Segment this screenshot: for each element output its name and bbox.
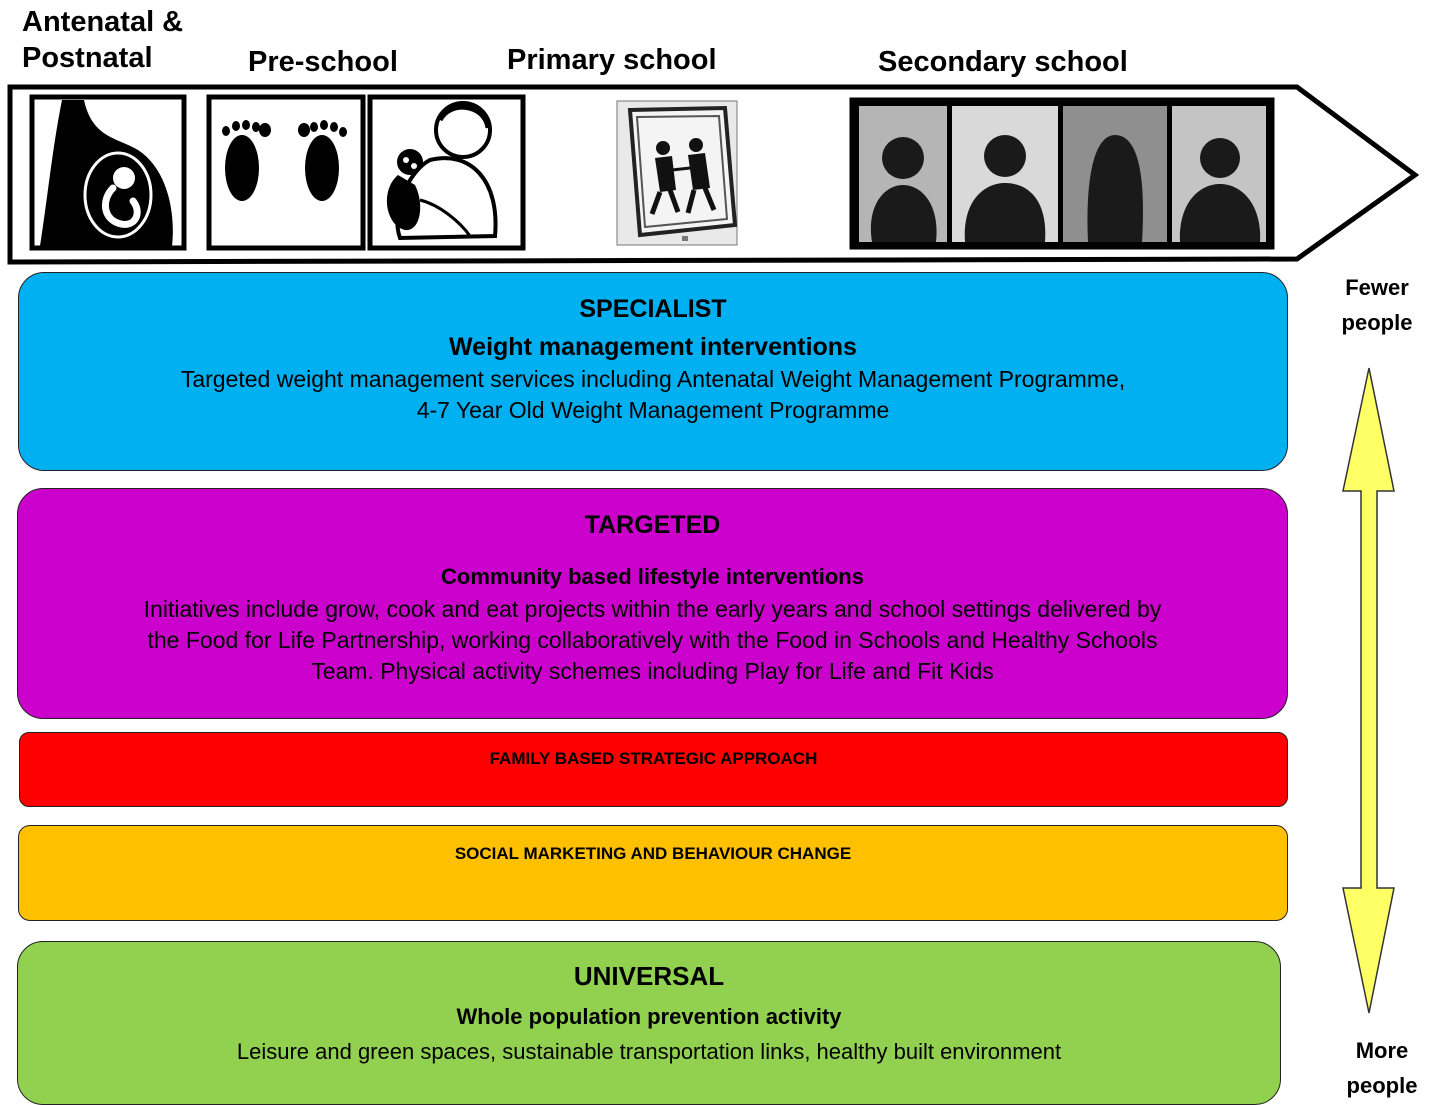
tier-targeted: TARGETED Community based lifestyle inter… <box>17 488 1288 719</box>
scale-bottom-label-line2: people <box>1346 1073 1418 1098</box>
tier-specialist-heading: SPECIALIST <box>579 295 727 323</box>
scale-bottom-label-line1: More <box>1355 1038 1409 1063</box>
scale-top-label: Fewer people <box>1327 270 1427 340</box>
footprints-icon <box>206 94 366 251</box>
tier-universal: UNIVERSAL Whole population prevention ac… <box>17 941 1281 1105</box>
tier-social-marketing: SOCIAL MARKETING AND BEHAVIOUR CHANGE <box>18 825 1288 921</box>
scale-double-arrow-shape <box>1342 367 1395 1014</box>
tier-targeted-description-line2: the Food for Life Partnership, working c… <box>147 627 1158 653</box>
tier-specialist: SPECIALIST Weight management interventio… <box>18 272 1288 471</box>
tier-specialist-subheading: Weight management interventions <box>449 333 857 361</box>
stage-label-antenatal-line2: Postnatal <box>22 42 153 74</box>
pregnancy-icon <box>29 94 187 251</box>
tier-universal-description: Leisure and green spaces, sustainable tr… <box>236 1039 1062 1064</box>
tier-targeted-subheading: Community based lifestyle interventions <box>441 564 864 589</box>
life-stage-timeline-arrow <box>7 84 1420 265</box>
tier-family-based-heading: FAMILY BASED STRATEGIC APPROACH <box>489 749 818 768</box>
tier-family-based: FAMILY BASED STRATEGIC APPROACH <box>19 732 1288 807</box>
tier-specialist-description-line1: Targeted weight management services incl… <box>180 366 1126 392</box>
stage-label-secondary: Secondary school <box>878 46 1128 78</box>
stage-label-antenatal-line1: Antenatal & <box>22 6 184 38</box>
scale-top-label-line2: people <box>1341 310 1413 335</box>
tier-targeted-description-line1: Initiatives include grow, cook and eat p… <box>143 596 1162 622</box>
stage-label-primary: Primary school <box>507 44 717 76</box>
tier-targeted-description-line3: Team. Physical activity schemes includin… <box>311 658 994 684</box>
stage-label-antenatal: Antenatal & Postnatal <box>22 4 183 76</box>
toddler-icon <box>367 94 526 251</box>
teenagers-silhouettes-icon <box>849 97 1275 250</box>
tier-social-marketing-heading: SOCIAL MARKETING AND BEHAVIOUR CHANGE <box>454 844 852 863</box>
tier-specialist-description-line2: 4-7 Year Old Weight Management Programme <box>416 397 890 423</box>
stage-label-preschool: Pre-school <box>248 46 398 78</box>
tier-universal-subheading: Whole population prevention activity <box>456 1004 842 1029</box>
scale-bottom-label: More people <box>1332 1033 1432 1103</box>
scale-top-label-line1: Fewer <box>1345 275 1409 300</box>
tier-universal-heading: UNIVERSAL <box>573 961 725 991</box>
tier-targeted-heading: TARGETED <box>584 511 721 539</box>
school-crossing-sign-icon <box>616 100 738 246</box>
